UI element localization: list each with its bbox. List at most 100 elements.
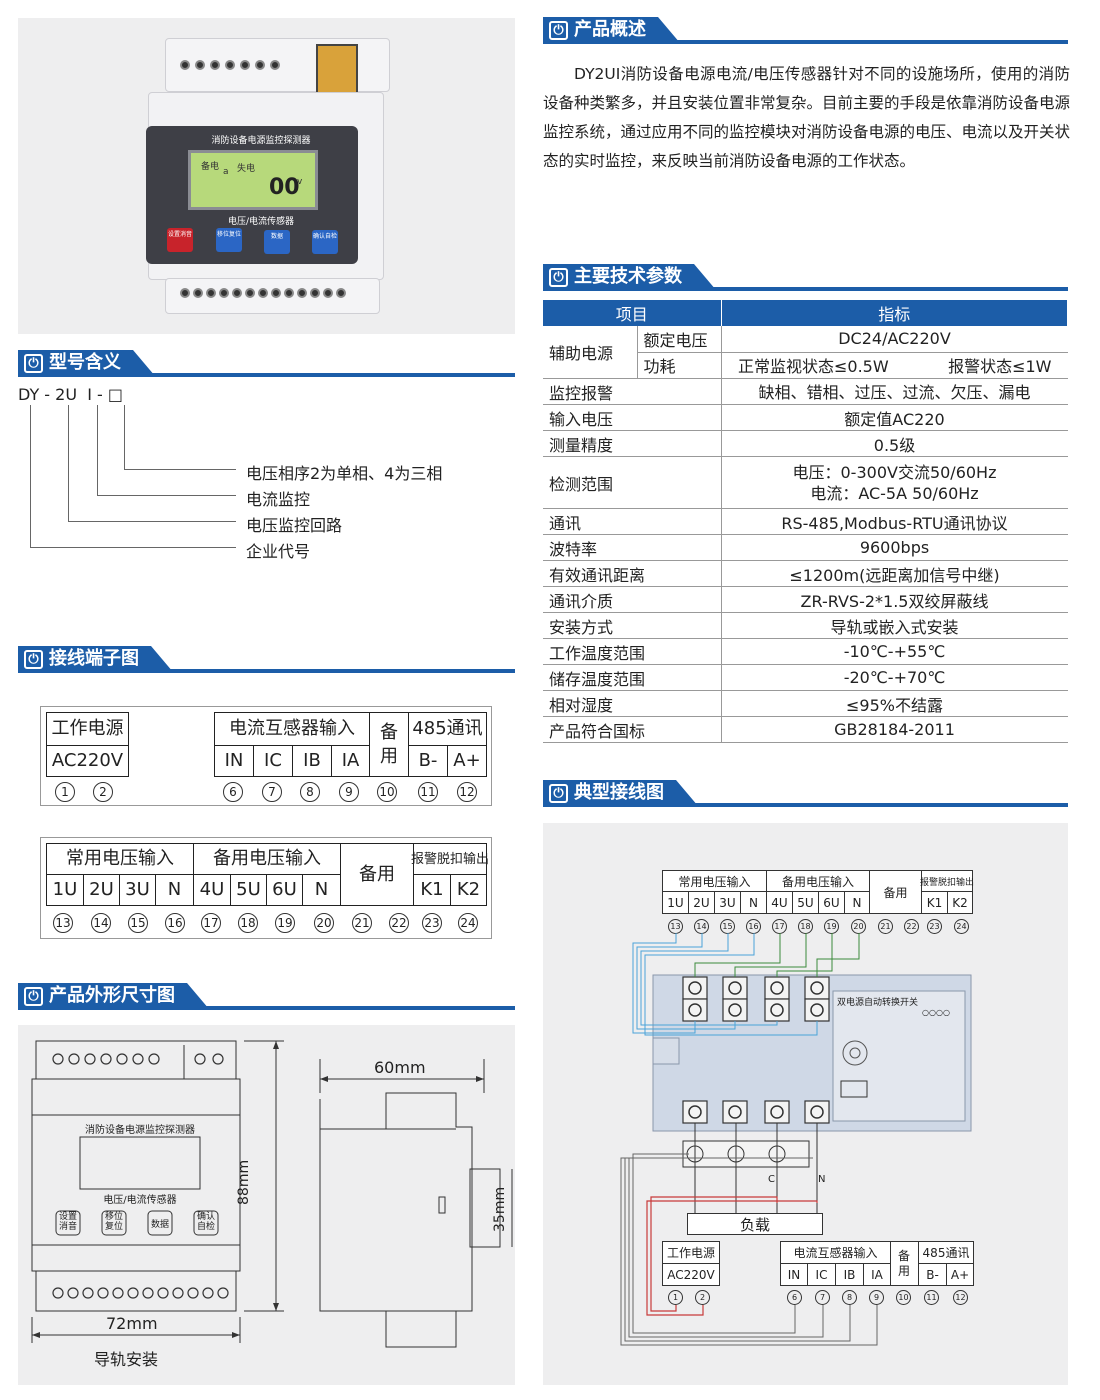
wire-comm-cell: A+ [946, 1263, 974, 1286]
device-subtitle: 电压/电流传感器 [227, 217, 295, 227]
terminal-screw [206, 288, 216, 298]
terminal-number: 2 [93, 782, 113, 802]
section-model: ⏻型号含义 [18, 350, 515, 377]
terminal-table-1 [40, 706, 492, 806]
section-line [18, 1006, 515, 1010]
terminal-screw [232, 288, 242, 298]
model-item-current: 电流监控 [246, 490, 311, 509]
params-row-value: 电压：0-300V交流50/60Hz 电流：AC-5A 50/60Hz [720, 456, 1068, 509]
terminal-number: 6 [223, 782, 243, 802]
leader-line [68, 521, 236, 522]
terminal-screw [240, 60, 250, 70]
params-row-value: ≤1200m(远距离加信号中继) [720, 560, 1068, 587]
term-2u: 2U [83, 874, 120, 906]
terminal-screw [255, 60, 265, 70]
lcd-label-a: a [223, 167, 229, 177]
section-title: 产品外形尺寸图 [49, 985, 175, 1006]
dim-btn-mute: 设置消音 [58, 1212, 77, 1232]
term-power-header: 工作电源 [46, 712, 129, 746]
dim-title: 消防设备电源监控探测器 [85, 1125, 195, 1136]
params-row-value: 缺相、错相、过压、过流、欠压、漏电 [720, 378, 1068, 405]
params-row-value: ≤95%不结露 [720, 690, 1068, 717]
params-row-name: 功耗 [636, 352, 721, 379]
params-row-value: -20℃-+70℃ [720, 664, 1068, 691]
power-icon: ⏻ [24, 354, 43, 373]
terminal-screw [195, 60, 205, 70]
terminal-number: 12 [457, 782, 477, 802]
term-ct-ic: IC [253, 745, 293, 777]
wire-power-header: 工作电源 [662, 1241, 720, 1264]
model-item-phase: 电压相序2为单相、4为三相 [246, 464, 443, 483]
device-terminal-block [316, 44, 358, 96]
power-icon: ⏻ [24, 650, 43, 669]
params-row-name: 有效通讯距离 [543, 560, 721, 587]
params-header-item: 项目 [543, 300, 722, 326]
wire-number: 10 [896, 1290, 911, 1305]
device-btn-mute: 设置消音 [167, 228, 193, 252]
leader-line [68, 405, 69, 521]
wire-comm-cell: B- [918, 1263, 947, 1286]
params-row-name: 产品符合国标 [543, 716, 721, 743]
params-power-alarm: 报警状态≤1W [948, 357, 1052, 376]
terminal-screw [310, 288, 320, 298]
params-row-name: 通讯 [543, 508, 721, 535]
device-title: 消防设备电源监控探测器 [211, 136, 311, 146]
terminal-screw [225, 60, 235, 70]
wire-number: 22 [904, 919, 919, 934]
dim-btn-data: 数据 [150, 1220, 169, 1230]
params-range-current: 电流：AC-5A 50/60Hz [810, 483, 979, 503]
dim-caption: 导轨安装 [94, 1350, 159, 1369]
params-aux-group: 辅助电源 [543, 326, 637, 379]
device-lcd: 备电 a 失电 00 v [188, 150, 318, 210]
params-row-name: 工作温度范围 [543, 638, 721, 665]
params-row-name: 检测范围 [543, 456, 721, 509]
params-row-name: 监控报警 [543, 378, 721, 405]
model-code: DY - 2U I - □ [18, 385, 124, 404]
wire-number: 6 [787, 1290, 802, 1305]
terminal-number: 23 [422, 913, 442, 933]
params-row-name: 安装方式 [543, 612, 721, 639]
terminal-number: 16 [165, 913, 185, 933]
term-ct-in: IN [214, 745, 254, 777]
term-comm-header: 485通讯 [408, 712, 487, 746]
params-row-value: GB28184-2011 [720, 716, 1068, 743]
terminal-number: 13 [53, 913, 73, 933]
terminal-screw [210, 60, 220, 70]
terminal-number: 24 [458, 913, 478, 933]
overview-paragraph: DY2UI消防设备电源电流/电压传感器针对不同的设施场所，使用的消防设备种类繁多… [543, 65, 1071, 170]
dim-btn-confirm: 确认自检 [196, 1212, 215, 1232]
terminal-number: 9 [339, 782, 359, 802]
wire-number: 11 [924, 1290, 939, 1305]
dim-width: 72mm [106, 1314, 158, 1333]
term-n1: N [155, 874, 194, 906]
wire-cell: N [740, 891, 767, 914]
term-6u: 6U [266, 874, 303, 906]
wire-ct-cell: IN [780, 1263, 808, 1286]
term-comm-b: B- [408, 745, 448, 777]
terminal-screw [323, 288, 333, 298]
terminal-screw [180, 60, 190, 70]
section-line [18, 669, 515, 673]
terminal-number: 20 [314, 913, 334, 933]
wire-cell: 3U [714, 891, 741, 914]
term-5u: 5U [230, 874, 267, 906]
wire-cell: N [844, 891, 870, 914]
terminal-number: 14 [91, 913, 111, 933]
leader-line [124, 405, 125, 469]
leader-line [97, 405, 98, 495]
params-row-value: 额定值AC220 [720, 404, 1068, 431]
term-4u: 4U [193, 874, 231, 906]
wire-load: 负载 [687, 1213, 823, 1235]
section-title: 主要技术参数 [574, 266, 682, 287]
dim-height: 88mm [236, 1159, 252, 1205]
wire-switch-label: 双电源自动转换开关 [837, 998, 919, 1008]
wire-number: 23 [927, 919, 942, 934]
params-range-voltage: 电压：0-300V交流50/60Hz [792, 462, 997, 482]
wire-spare: 备用 [890, 1241, 919, 1286]
params-row-name: 输入电压 [543, 404, 721, 431]
section-overview: ⏻产品概述 [543, 17, 1068, 44]
term-1u: 1U [46, 874, 84, 906]
wire-switch-dots: ○○○○ [922, 1008, 950, 1017]
params-row-value: ZR-RVS-2*1.5双绞屏蔽线 [720, 586, 1068, 613]
wire-number: 1 [668, 1290, 683, 1305]
